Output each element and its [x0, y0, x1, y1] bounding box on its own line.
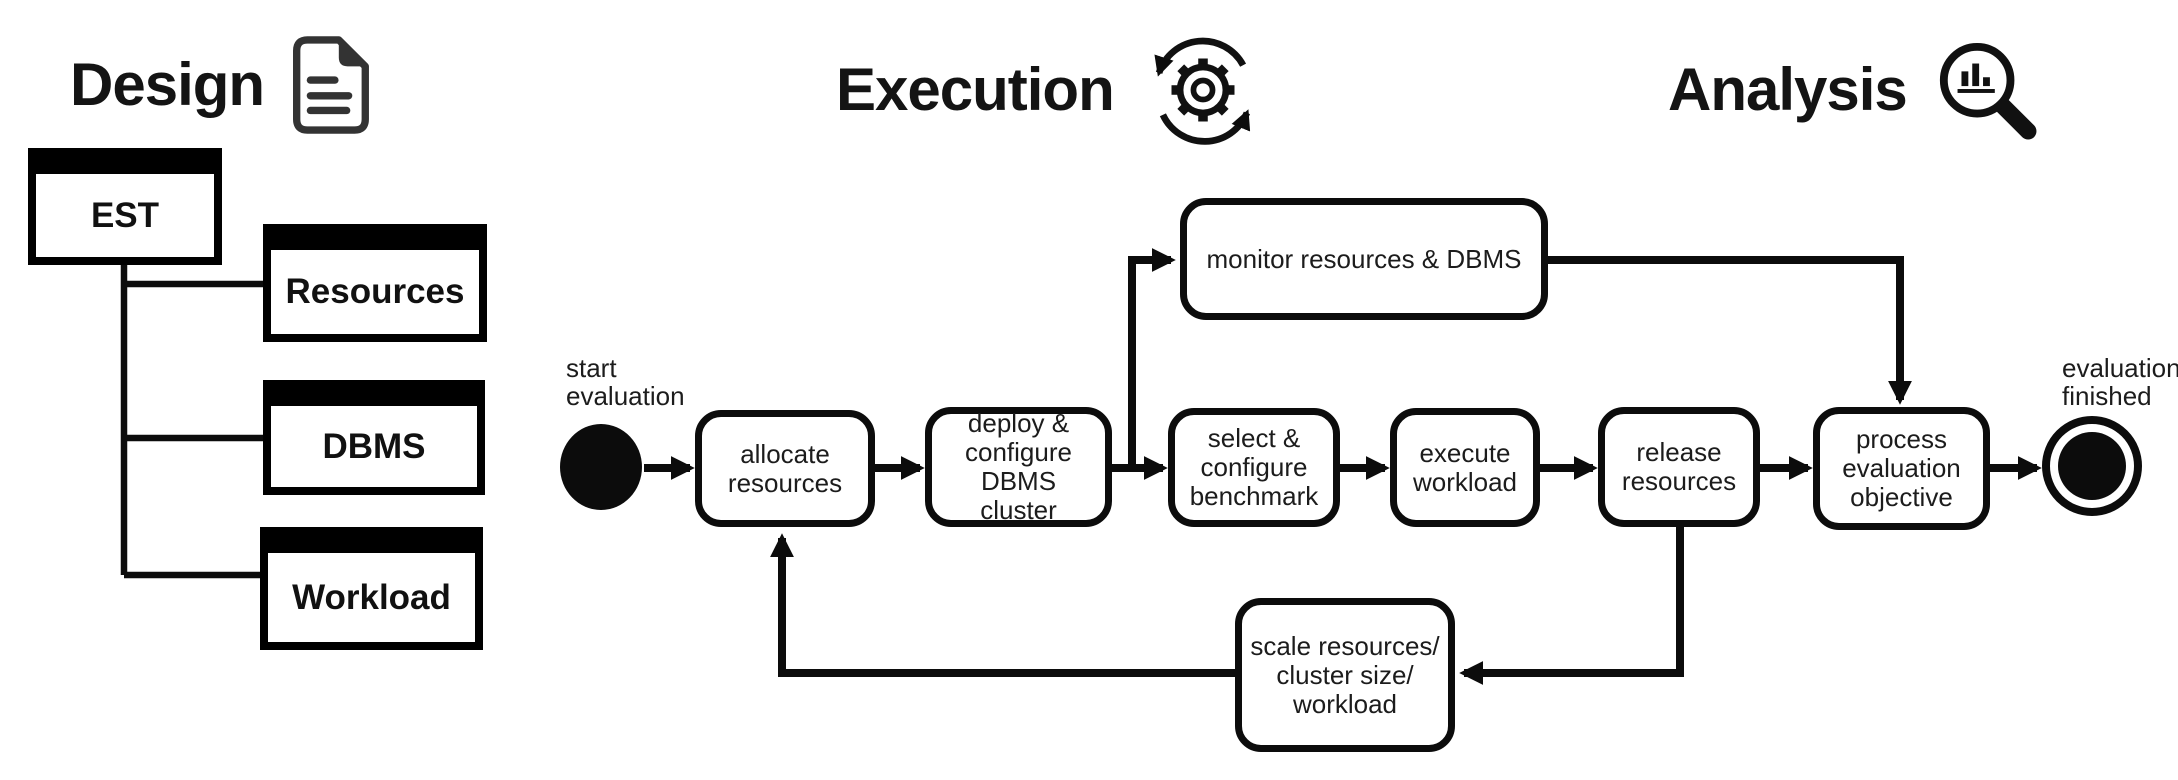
- gear-sync-icon: [1154, 37, 1250, 145]
- window-titlebar: [268, 535, 475, 553]
- end-event-core: [2058, 432, 2126, 500]
- node-workload-label: Workload: [292, 577, 451, 617]
- flow-arrows: [644, 248, 2042, 685]
- node-workload: Workload: [260, 527, 483, 650]
- phase-analysis-label: Analysis: [1668, 56, 1908, 123]
- task-allocate-resources: allocate resources: [695, 410, 875, 527]
- magnifier-chart-icon: [1939, 42, 2037, 140]
- window-titlebar: [271, 232, 479, 250]
- phase-execution: Execution: [836, 32, 1266, 148]
- window-titlebar: [271, 388, 477, 406]
- arrow-release-to-scale: [1459, 527, 1684, 685]
- est-tree-connectors: [120, 265, 263, 579]
- phase-design: Design: [70, 36, 370, 134]
- end-event-label: evaluation finished: [2062, 353, 2178, 411]
- node-dbms: DBMS: [263, 380, 485, 495]
- task-deploy-configure-dbms-cluster: deploy & configure DBMS cluster: [925, 407, 1112, 527]
- task-monitor-resources-dbms: monitor resources & DBMS: [1180, 198, 1548, 320]
- task-execute-workload: execute workload: [1390, 408, 1540, 527]
- document-icon: [293, 36, 370, 134]
- phase-execution-label: Execution: [836, 56, 1115, 123]
- arrow-scale-to-allocate: [770, 533, 1235, 677]
- window-titlebar: [36, 156, 214, 174]
- phase-analysis: Analysis: [1668, 40, 2037, 140]
- task-scale-resources-cluster-workload: scale resources/ cluster size/ workload: [1235, 598, 1455, 752]
- task-process-evaluation-objective: process evaluation objective: [1813, 407, 1990, 530]
- node-dbms-label: DBMS: [322, 426, 426, 466]
- task-release-resources: release resources: [1598, 407, 1760, 527]
- arrow-monitor-to-process: [1548, 256, 1912, 405]
- start-event-label: start evaluation: [566, 353, 685, 411]
- phase-design-label: Design: [70, 51, 265, 118]
- node-est: EST: [28, 148, 222, 265]
- node-resources: Resources: [263, 224, 487, 342]
- start-event-node: [560, 424, 642, 510]
- node-resources-label: Resources: [285, 272, 465, 311]
- task-select-configure-benchmark: select & configure benchmark: [1168, 408, 1340, 527]
- arrow-branch-to-monitor: [1128, 248, 1176, 468]
- node-est-label: EST: [90, 195, 160, 235]
- end-event-node: [2042, 416, 2142, 516]
